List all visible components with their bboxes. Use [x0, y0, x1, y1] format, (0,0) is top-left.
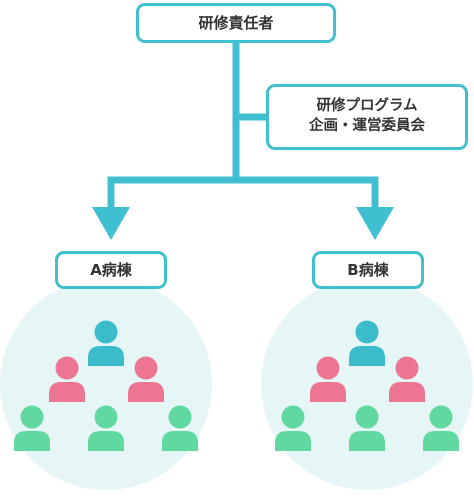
arrow-down-b-icon	[356, 207, 394, 240]
program-committee-box: 研修プログラム 企画・運営委員会	[266, 84, 468, 150]
ward-a-group-circle	[0, 278, 212, 490]
connector-branch	[107, 176, 379, 208]
arrow-down-a-icon	[92, 207, 130, 240]
ward-b-label: B病棟	[347, 260, 389, 279]
training-director-box: 研修責任者	[136, 3, 336, 43]
training-director-label: 研修責任者	[198, 13, 274, 32]
committee-label-line1: 研修プログラム	[316, 98, 418, 115]
ward-a-label: A病棟	[90, 260, 132, 279]
ward-a-box: A病棟	[55, 251, 167, 289]
ward-b-group-circle	[261, 278, 473, 490]
ward-b-box: B病棟	[312, 251, 424, 289]
committee-label-line2: 企画・運営委員会	[309, 118, 425, 134]
